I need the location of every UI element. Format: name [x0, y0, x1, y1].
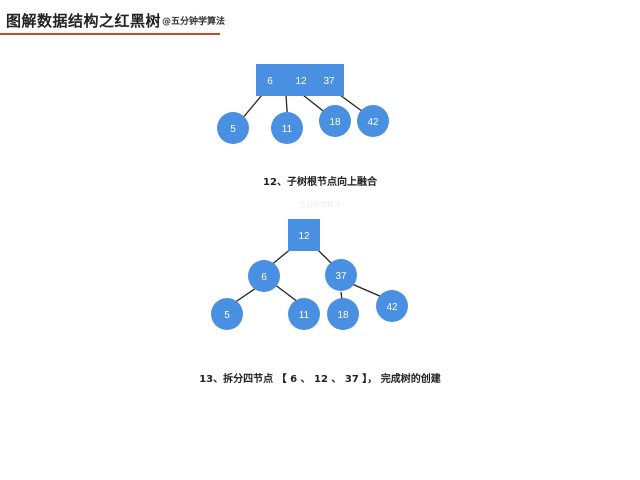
node-label-18: 18: [337, 310, 349, 321]
node-6: [248, 260, 280, 292]
edge-6-11: [273, 283, 299, 303]
node-label-5: 5: [224, 310, 230, 321]
node-label-37: 37: [323, 76, 335, 87]
node-label-12: 12: [295, 76, 307, 87]
diagram1-root-node: 6 12 37: [256, 64, 344, 96]
diagram2-caption: 13、拆分四节点 【 6 、 12 、 37 】， 完成树的创建: [199, 374, 441, 385]
node-label-6: 6: [267, 76, 273, 87]
diagram1-caption: 12、子树根节点向上融合: [263, 177, 377, 188]
node-label-42: 42: [386, 302, 398, 313]
node-18: [327, 298, 359, 330]
watermark-text: 五分钟学算法: [299, 201, 341, 209]
node-label-37: 37: [335, 271, 347, 282]
node-label-11: 11: [282, 124, 293, 135]
diagram1-child-nodes: 5 11 18 42: [217, 105, 389, 144]
node-5: [217, 112, 249, 144]
node-42: [357, 105, 389, 137]
node-label-5: 5: [230, 124, 236, 135]
header: 图解数据结构之红黑树 @五分钟学算法: [0, 0, 640, 36]
node-11: [271, 112, 303, 144]
node-label-18: 18: [329, 117, 341, 128]
node-12-box: [288, 219, 320, 251]
edge-37-42: [351, 283, 383, 298]
node-11: [288, 298, 320, 330]
node-label-12: 12: [298, 231, 310, 242]
header-divider: [0, 33, 220, 35]
node-label-42: 42: [367, 117, 379, 128]
page-subtitle: @五分钟学算法: [162, 17, 226, 27]
edge-6-5: [233, 287, 257, 304]
node-37: [325, 259, 357, 291]
node-label-6: 6: [261, 272, 267, 283]
page-title: 图解数据结构之红黑树: [6, 12, 162, 30]
node-label-11: 11: [299, 310, 310, 321]
four-node-box: [256, 64, 344, 96]
node-18: [319, 105, 351, 137]
node-5: [211, 298, 243, 330]
diagram2-nodes: 12 6 37 5 11 18 42: [211, 219, 408, 330]
node-42: [376, 290, 408, 322]
